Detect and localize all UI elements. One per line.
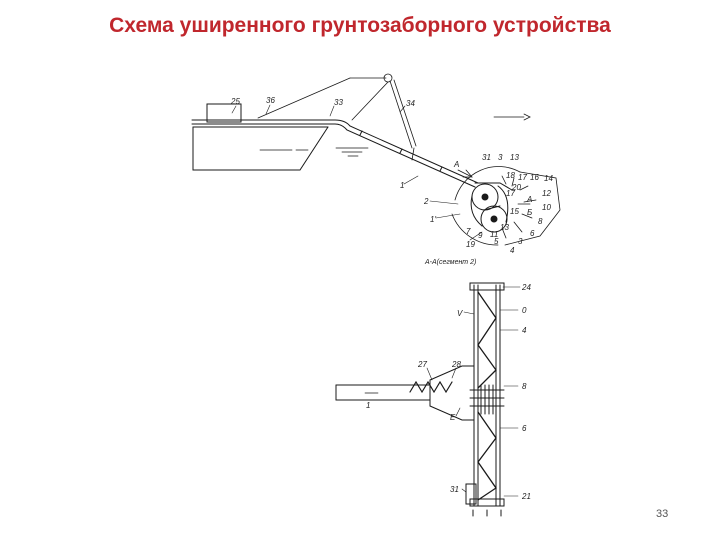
label-6: 6 [522,424,527,433]
screw-cutter-frame [469,282,505,517]
leader-lines [231,104,521,497]
wheel-number: 12 [542,189,551,198]
label-31-bottom: 31 [450,485,459,494]
label-0: 0 [522,306,527,315]
drive-unit [465,483,477,505]
cutter-housing [470,182,513,233]
top-view-labels: 25 36 33 34 A 31 3 13 1 2 1' 19 A Б 4 A-… [230,96,532,266]
suction-nozzle [335,365,475,421]
label-8: 8 [522,382,527,391]
label-24: 24 [521,283,531,292]
wheel-number: 6 [530,229,535,238]
wheel-number: 9 [478,231,483,240]
label-34: 34 [406,99,415,108]
bottom-view-labels: 24 V 0 4 27 28 8 E 6 1 31 21 [366,283,531,501]
suction-pipe [334,119,479,188]
label-3: 3 [498,153,503,162]
gantry-frame [257,73,417,161]
label-4: 4 [510,246,515,255]
wheel-number: 17 [518,173,527,182]
label-e: E [450,413,456,422]
wheel-number: 15 [510,207,519,216]
label-v: V [457,309,463,318]
screw-spiral [477,291,497,501]
label-19: 19 [466,240,475,249]
wheel-number: 7 [466,227,471,236]
bucket-wheel-segment [451,166,561,246]
wheel-number: 20 [511,183,521,192]
wheel-number: 18 [506,171,515,180]
label-21: 21 [521,492,531,501]
label-1: 1 [400,181,404,190]
wheel-number: 8 [538,217,543,226]
label-2: 2 [423,197,429,206]
section-caption: A-A(сегмент 2) [424,259,476,266]
label-1-prime: 1' [430,215,436,224]
label-13: 13 [510,153,519,162]
label-1-bottom: 1 [366,401,370,410]
wheel-number: 16 [530,173,539,182]
label-27: 27 [417,360,427,369]
label-4-bottom: 4 [522,326,527,335]
vessel-hull [191,103,336,171]
page-number: 33 [656,508,669,520]
label-28: 28 [451,360,461,369]
label-a-top: A [453,160,459,169]
label-31: 31 [482,153,491,162]
wheel-numbers: 18 17 16 14 12 10 8 6 20 17 15 13 11 9 7… [466,171,553,246]
label-b: Б [527,208,532,217]
wheel-number: 14 [544,174,553,183]
water-line [259,113,531,157]
wheel-number: 17 [506,189,515,198]
screw-shaft [469,384,505,415]
wheel-number: 10 [542,203,551,212]
wheel-number: 11 [490,230,498,239]
wheel-number: 13 [500,223,509,232]
wheel-number: 3 [518,237,523,246]
section-arrows [457,169,531,205]
slide-title: Схема уширенного грунтозаборного устройс… [109,14,611,37]
wheel-number: 5 [494,237,499,246]
label-36: 36 [266,96,275,105]
label-33: 33 [334,98,343,107]
label-a-right: A [526,195,532,204]
label-25: 25 [230,97,240,106]
